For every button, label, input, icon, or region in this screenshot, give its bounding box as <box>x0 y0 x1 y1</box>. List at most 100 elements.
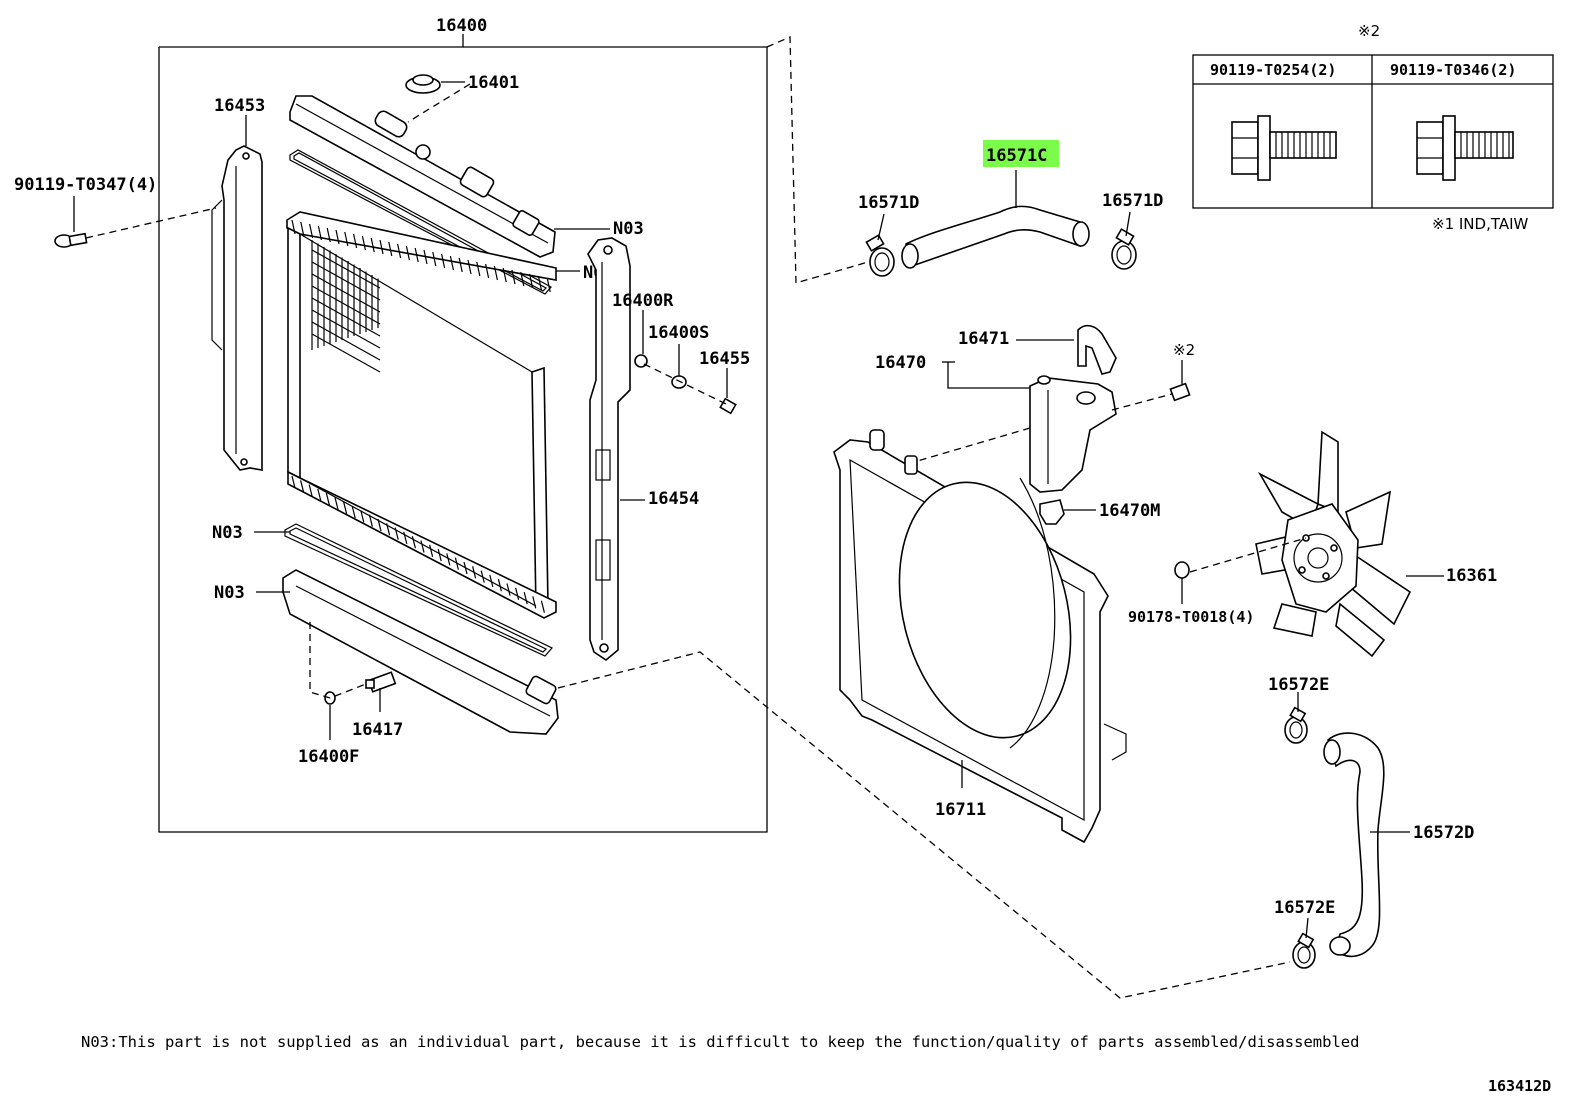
core-bottom-fin <box>308 484 313 497</box>
core-top-fin <box>300 221 305 237</box>
core-top-fin <box>397 243 402 259</box>
bolt-90119-t0346-drawing <box>1416 115 1514 181</box>
fan-shroud[interactable] <box>833 429 1127 844</box>
core-tube-line <box>311 321 381 361</box>
label-16453[interactable]: 16453 <box>214 96 265 116</box>
core-bottom-fin <box>437 548 442 562</box>
table-header-90119-t0346[interactable]: 90119-T0346(2) <box>1390 61 1516 79</box>
label-16572e-top[interactable]: 16572E <box>1268 675 1329 695</box>
core-bottom-fin <box>506 583 511 596</box>
radiator-cap[interactable] <box>405 74 471 123</box>
core-top-fin <box>537 275 542 291</box>
core-bottom-fin <box>540 600 545 613</box>
label-16571c[interactable]: 16571C <box>986 146 1047 166</box>
o-ring-16400f[interactable] <box>309 622 367 740</box>
core-bottom-fin <box>420 540 425 553</box>
core-bottom-fin <box>343 501 348 514</box>
cooling-fan[interactable] <box>1189 430 1444 658</box>
core-bottom-fin <box>386 523 391 536</box>
label-16400s[interactable]: 16400S <box>648 323 709 343</box>
radiator-upper-hose[interactable] <box>901 170 1090 269</box>
radiator-left-support[interactable] <box>211 115 263 471</box>
table-header-90119-t0254[interactable]: 90119-T0254(2) <box>1210 61 1336 79</box>
reserve-tank-cap-16471[interactable] <box>1016 324 1117 375</box>
label-16571c-highlight <box>983 140 1059 167</box>
diagram-id: 163412D <box>1488 1077 1551 1095</box>
label-16711[interactable]: 16711 <box>935 800 986 820</box>
label-16571d-right[interactable]: 16571D <box>1102 191 1163 211</box>
label-16401[interactable]: 16401 <box>468 73 519 93</box>
label-16470[interactable]: 16470 <box>875 353 926 373</box>
label-16417[interactable]: 16417 <box>352 720 403 740</box>
core-bottom-fin <box>515 587 520 600</box>
core-top-fin <box>529 273 534 289</box>
core-bottom-fin <box>300 480 305 493</box>
bolt-90119-t0347[interactable] <box>54 196 217 248</box>
core-top-fin <box>476 261 481 277</box>
label-n03-upper-tank[interactable]: N03 <box>613 219 644 239</box>
core-top-fin <box>502 267 507 283</box>
core-top-fin <box>370 237 375 253</box>
label-16471[interactable]: 16471 <box>958 329 1009 349</box>
core-top-fin <box>467 259 472 275</box>
radiator-right-support[interactable] <box>587 237 645 661</box>
core-bottom-fin <box>377 518 382 532</box>
core-top-fin <box>458 257 463 273</box>
core-tube-line <box>311 249 381 289</box>
label-16400r[interactable]: 16400R <box>612 291 674 311</box>
label-16571d-left[interactable]: 16571D <box>858 193 919 213</box>
label-90178-t0018[interactable]: 90178-T0018(4) <box>1128 608 1254 626</box>
nut-90178-t0018[interactable] <box>1174 561 1190 604</box>
bolt-table <box>1192 54 1554 209</box>
core-top-fin <box>379 239 384 255</box>
label-16361[interactable]: 16361 <box>1446 566 1497 586</box>
core-bottom-fin <box>532 596 537 609</box>
core-top-fin <box>414 247 419 263</box>
core-bottom-fin <box>489 574 494 588</box>
core-top-fin <box>361 235 366 251</box>
radiator-lower-hose[interactable] <box>1323 732 1410 958</box>
bolt-16455[interactable] <box>643 363 737 415</box>
core-top-fin <box>493 265 498 281</box>
label-16454[interactable]: 16454 <box>648 489 699 509</box>
label-n03-lower-tank[interactable]: N03 <box>214 583 245 603</box>
label-90119-t0347[interactable]: 90119-T0347(4) <box>14 175 157 195</box>
hose-clamp-16571d-right[interactable] <box>1111 211 1137 270</box>
label-16400[interactable]: 16400 <box>436 16 487 36</box>
core-bottom-fin <box>325 493 330 506</box>
core-bottom-fin <box>454 557 459 570</box>
core-bottom-fin <box>523 591 528 605</box>
core-bottom-fin <box>368 514 373 527</box>
hose-clamp-16572e-top[interactable] <box>1284 692 1308 744</box>
core-bottom-fin <box>497 579 502 592</box>
label-16455[interactable]: 16455 <box>699 349 750 369</box>
drain-cock-16417[interactable] <box>365 671 397 712</box>
radiator-core[interactable] <box>286 211 557 619</box>
core-bottom-fin <box>317 488 322 502</box>
label-16400f[interactable]: 16400F <box>298 747 359 767</box>
fastener-16400r[interactable] <box>634 310 648 368</box>
core-top-fin <box>291 219 296 235</box>
fastener-16400s[interactable] <box>671 344 687 389</box>
core-bottom-fin <box>411 536 416 549</box>
radiator-lower-tank[interactable] <box>256 569 1291 999</box>
hose-clamp-16571d-left[interactable] <box>865 213 895 277</box>
label-16572d[interactable]: 16572D <box>1413 823 1474 843</box>
label-16470m[interactable]: 16470M <box>1099 501 1160 521</box>
core-tube-line <box>311 285 381 325</box>
reserve-tank[interactable] <box>913 361 1173 493</box>
core-top-fin <box>511 269 516 285</box>
core-top-fin <box>388 241 393 257</box>
label-n03-lower-gasket[interactable]: N03 <box>212 523 243 543</box>
core-tube-line <box>311 297 381 337</box>
clip-16470m[interactable] <box>1039 499 1096 525</box>
label-16572e-bottom[interactable]: 16572E <box>1274 898 1335 918</box>
bolt-90119-t0254-drawing <box>1231 115 1337 181</box>
core-top-fin <box>335 229 340 245</box>
radiator-upper-tank[interactable] <box>289 95 610 258</box>
hose-clamp-16572e-bottom[interactable] <box>1292 917 1316 969</box>
radiator-lower-gasket[interactable] <box>254 523 553 657</box>
core-bottom-fin <box>472 566 477 579</box>
bolt-mark2-shroud[interactable] <box>1169 360 1191 402</box>
